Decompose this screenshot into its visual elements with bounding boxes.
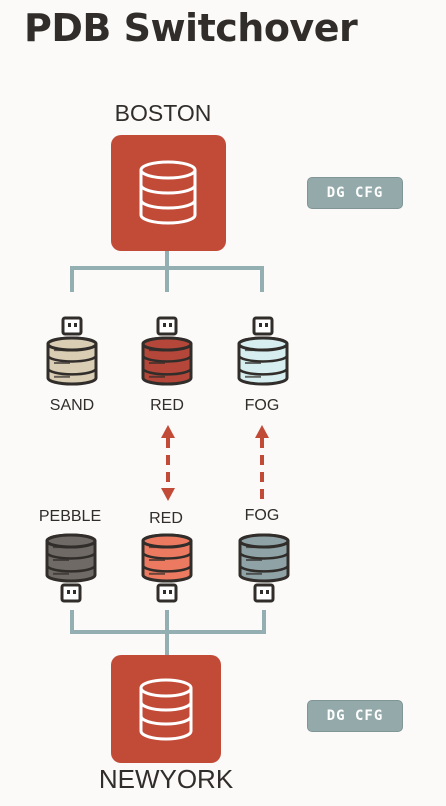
dg-cfg-badge-standby: DG CFG [307,700,403,732]
primary-site-label: BOSTON [114,100,212,126]
pdb-label-red-primary: RED [150,397,184,414]
pdb-icon-sand-primary [46,316,98,386]
primary-connector [70,250,264,292]
database-icon [139,160,197,225]
standby-connector [70,610,266,656]
boston-database-box [111,135,226,251]
pdb-label-sand: SAND [49,397,95,414]
pdb-icon-red-standby [141,533,193,603]
page-title: PDB Switchover [24,6,358,50]
pdb-label-fog-standby: FOG [244,507,280,524]
pdb-icon-fog-standby [238,533,290,603]
switchover-arrow-red [161,425,175,501]
pdb-icon-fog-primary [237,316,289,386]
standby-site-label: NEWYORK [98,764,234,794]
pdb-icon-red-primary [141,316,193,386]
pdb-label-pebble: PEBBLE [38,508,102,525]
pdb-label-fog-primary: FOG [244,397,280,414]
dg-cfg-badge-primary: DG CFG [307,177,403,209]
pdb-label-red-standby: RED [149,510,183,527]
pdb-icon-pebble-standby [45,533,97,603]
newyork-database-box [111,655,221,763]
switchover-arrow-fog [255,425,269,500]
database-icon [139,678,193,741]
